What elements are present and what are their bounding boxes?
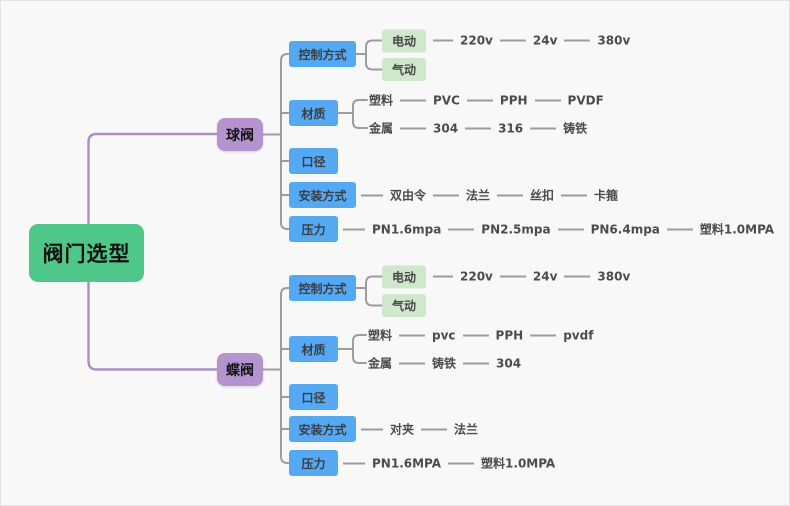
leaf-item[interactable]: 法兰: [454, 422, 479, 437]
node-category-install-mode[interactable]: 安装方式: [289, 182, 356, 208]
leaf-item[interactable]: 220v: [460, 33, 493, 48]
node-branch-butterfly-valve[interactable]: 蝶阀: [217, 353, 263, 386]
dash-connector: [564, 39, 591, 42]
dash-connector: [361, 194, 383, 196]
dash-connector: [462, 334, 489, 336]
dash-connector: [421, 428, 448, 430]
chain-row: 金属 304 316 铸铁: [369, 120, 587, 137]
purple-connectors: [87, 132, 218, 371]
dash-connector: [343, 228, 365, 230]
node-option-plastic[interactable]: 塑料: [368, 328, 393, 343]
leaf-item[interactable]: 铸铁: [563, 121, 588, 136]
leaf-item[interactable]: 对夹: [390, 422, 415, 437]
leaf-item[interactable]: PN1.6mpa: [372, 222, 442, 236]
dash-connector: [399, 334, 426, 336]
grey-connectors: [262, 39, 383, 464]
dash-connector: [530, 127, 557, 129]
dash-connector: [448, 462, 475, 464]
chain-row: PN1.6MPA 塑料1.0MPA: [343, 455, 555, 472]
leaf-item[interactable]: 塑料1.0MPA: [481, 456, 556, 471]
dash-connector: [499, 39, 526, 42]
node-category-control-mode[interactable]: 控制方式: [289, 275, 356, 301]
node-option-pneumatic[interactable]: 气动: [382, 294, 426, 317]
dash-connector: [497, 194, 524, 196]
node-option-metal[interactable]: 金属: [368, 356, 393, 371]
leaf-item[interactable]: 380v: [597, 269, 631, 284]
node-option-metal[interactable]: 金属: [369, 121, 394, 136]
chain-row: 塑料 pvc PPH pvdf: [368, 327, 593, 344]
leaf-item[interactable]: PN1.6MPA: [372, 456, 442, 470]
dash-connector: [400, 99, 427, 101]
leaf-item[interactable]: pvdf: [563, 328, 594, 342]
leaf-item[interactable]: PVC: [433, 93, 460, 107]
dash-connector: [343, 462, 365, 464]
node-category-material[interactable]: 材质: [289, 336, 338, 362]
dash-connector: [561, 194, 588, 196]
leaf-item[interactable]: PVDF: [567, 93, 604, 107]
dash-connector: [557, 228, 584, 230]
leaf-item[interactable]: 丝扣: [530, 188, 555, 203]
dash-connector: [465, 127, 492, 129]
dash-connector: [666, 228, 693, 230]
chain-row: 金属 铸铁 304: [368, 355, 521, 372]
leaf-item[interactable]: 316: [498, 121, 524, 135]
dash-connector: [361, 428, 383, 430]
chain-row: 塑料 PVC PPH PVDF: [369, 92, 604, 109]
node-category-pressure[interactable]: 压力: [289, 216, 338, 242]
chain-row: 电动 220v 24v 380v: [382, 29, 630, 52]
chain-row: 双由令 法兰 丝扣 卡箍: [361, 187, 618, 204]
leaf-item[interactable]: 塑料1.0MPA: [699, 222, 775, 237]
node-option-electric[interactable]: 电动: [382, 265, 426, 288]
chain-row: 电动 220v 24v 380v: [382, 265, 630, 288]
dash-connector: [433, 194, 460, 196]
leaf-item[interactable]: 24v: [532, 33, 558, 48]
dash-connector: [564, 275, 591, 278]
node-option-plastic[interactable]: 塑料: [369, 93, 394, 108]
leaf-item[interactable]: 铸铁: [432, 356, 457, 371]
dash-connector: [534, 99, 561, 101]
node-category-control-mode[interactable]: 控制方式: [289, 41, 356, 67]
dash-connector: [399, 362, 426, 364]
node-category-material[interactable]: 材质: [289, 100, 338, 126]
node-category-diameter[interactable]: 口径: [289, 384, 338, 410]
leaf-item[interactable]: 220v: [460, 269, 493, 284]
leaf-item[interactable]: 304: [496, 356, 522, 370]
dash-connector: [400, 127, 427, 129]
leaf-item[interactable]: pvc: [432, 328, 456, 342]
leaf-item[interactable]: 380v: [597, 33, 631, 48]
node-category-install-mode[interactable]: 安装方式: [289, 416, 356, 442]
leaf-item[interactable]: PPH: [499, 93, 528, 107]
dash-connector: [448, 228, 475, 230]
chain-row: 对夹 法兰: [361, 421, 478, 438]
leaf-item[interactable]: 304: [433, 121, 459, 135]
leaf-item[interactable]: PPH: [495, 328, 524, 342]
node-category-pressure[interactable]: 压力: [289, 450, 338, 476]
leaf-item[interactable]: 卡箍: [594, 188, 619, 203]
leaf-item[interactable]: PN2.5mpa: [481, 222, 551, 236]
dash-connector: [433, 275, 453, 278]
node-category-diameter[interactable]: 口径: [289, 148, 338, 174]
leaf-item[interactable]: 法兰: [466, 188, 491, 203]
dash-connector: [499, 275, 526, 278]
node-root[interactable]: 阀门选型: [29, 224, 144, 282]
leaf-item[interactable]: PN6.4mpa: [590, 222, 660, 236]
dash-connector: [466, 99, 493, 101]
leaf-item[interactable]: 双由令: [390, 188, 427, 203]
node-option-electric[interactable]: 电动: [382, 29, 426, 52]
dash-connector: [530, 334, 557, 336]
dash-connector: [463, 362, 490, 364]
dash-connector: [433, 39, 453, 42]
leaf-item[interactable]: 24v: [532, 269, 558, 284]
chain-row: PN1.6mpa PN2.5mpa PN6.4mpa 塑料1.0MPA: [343, 221, 774, 238]
node-option-pneumatic[interactable]: 气动: [382, 58, 426, 81]
node-branch-ball-valve[interactable]: 球阀: [217, 118, 263, 151]
